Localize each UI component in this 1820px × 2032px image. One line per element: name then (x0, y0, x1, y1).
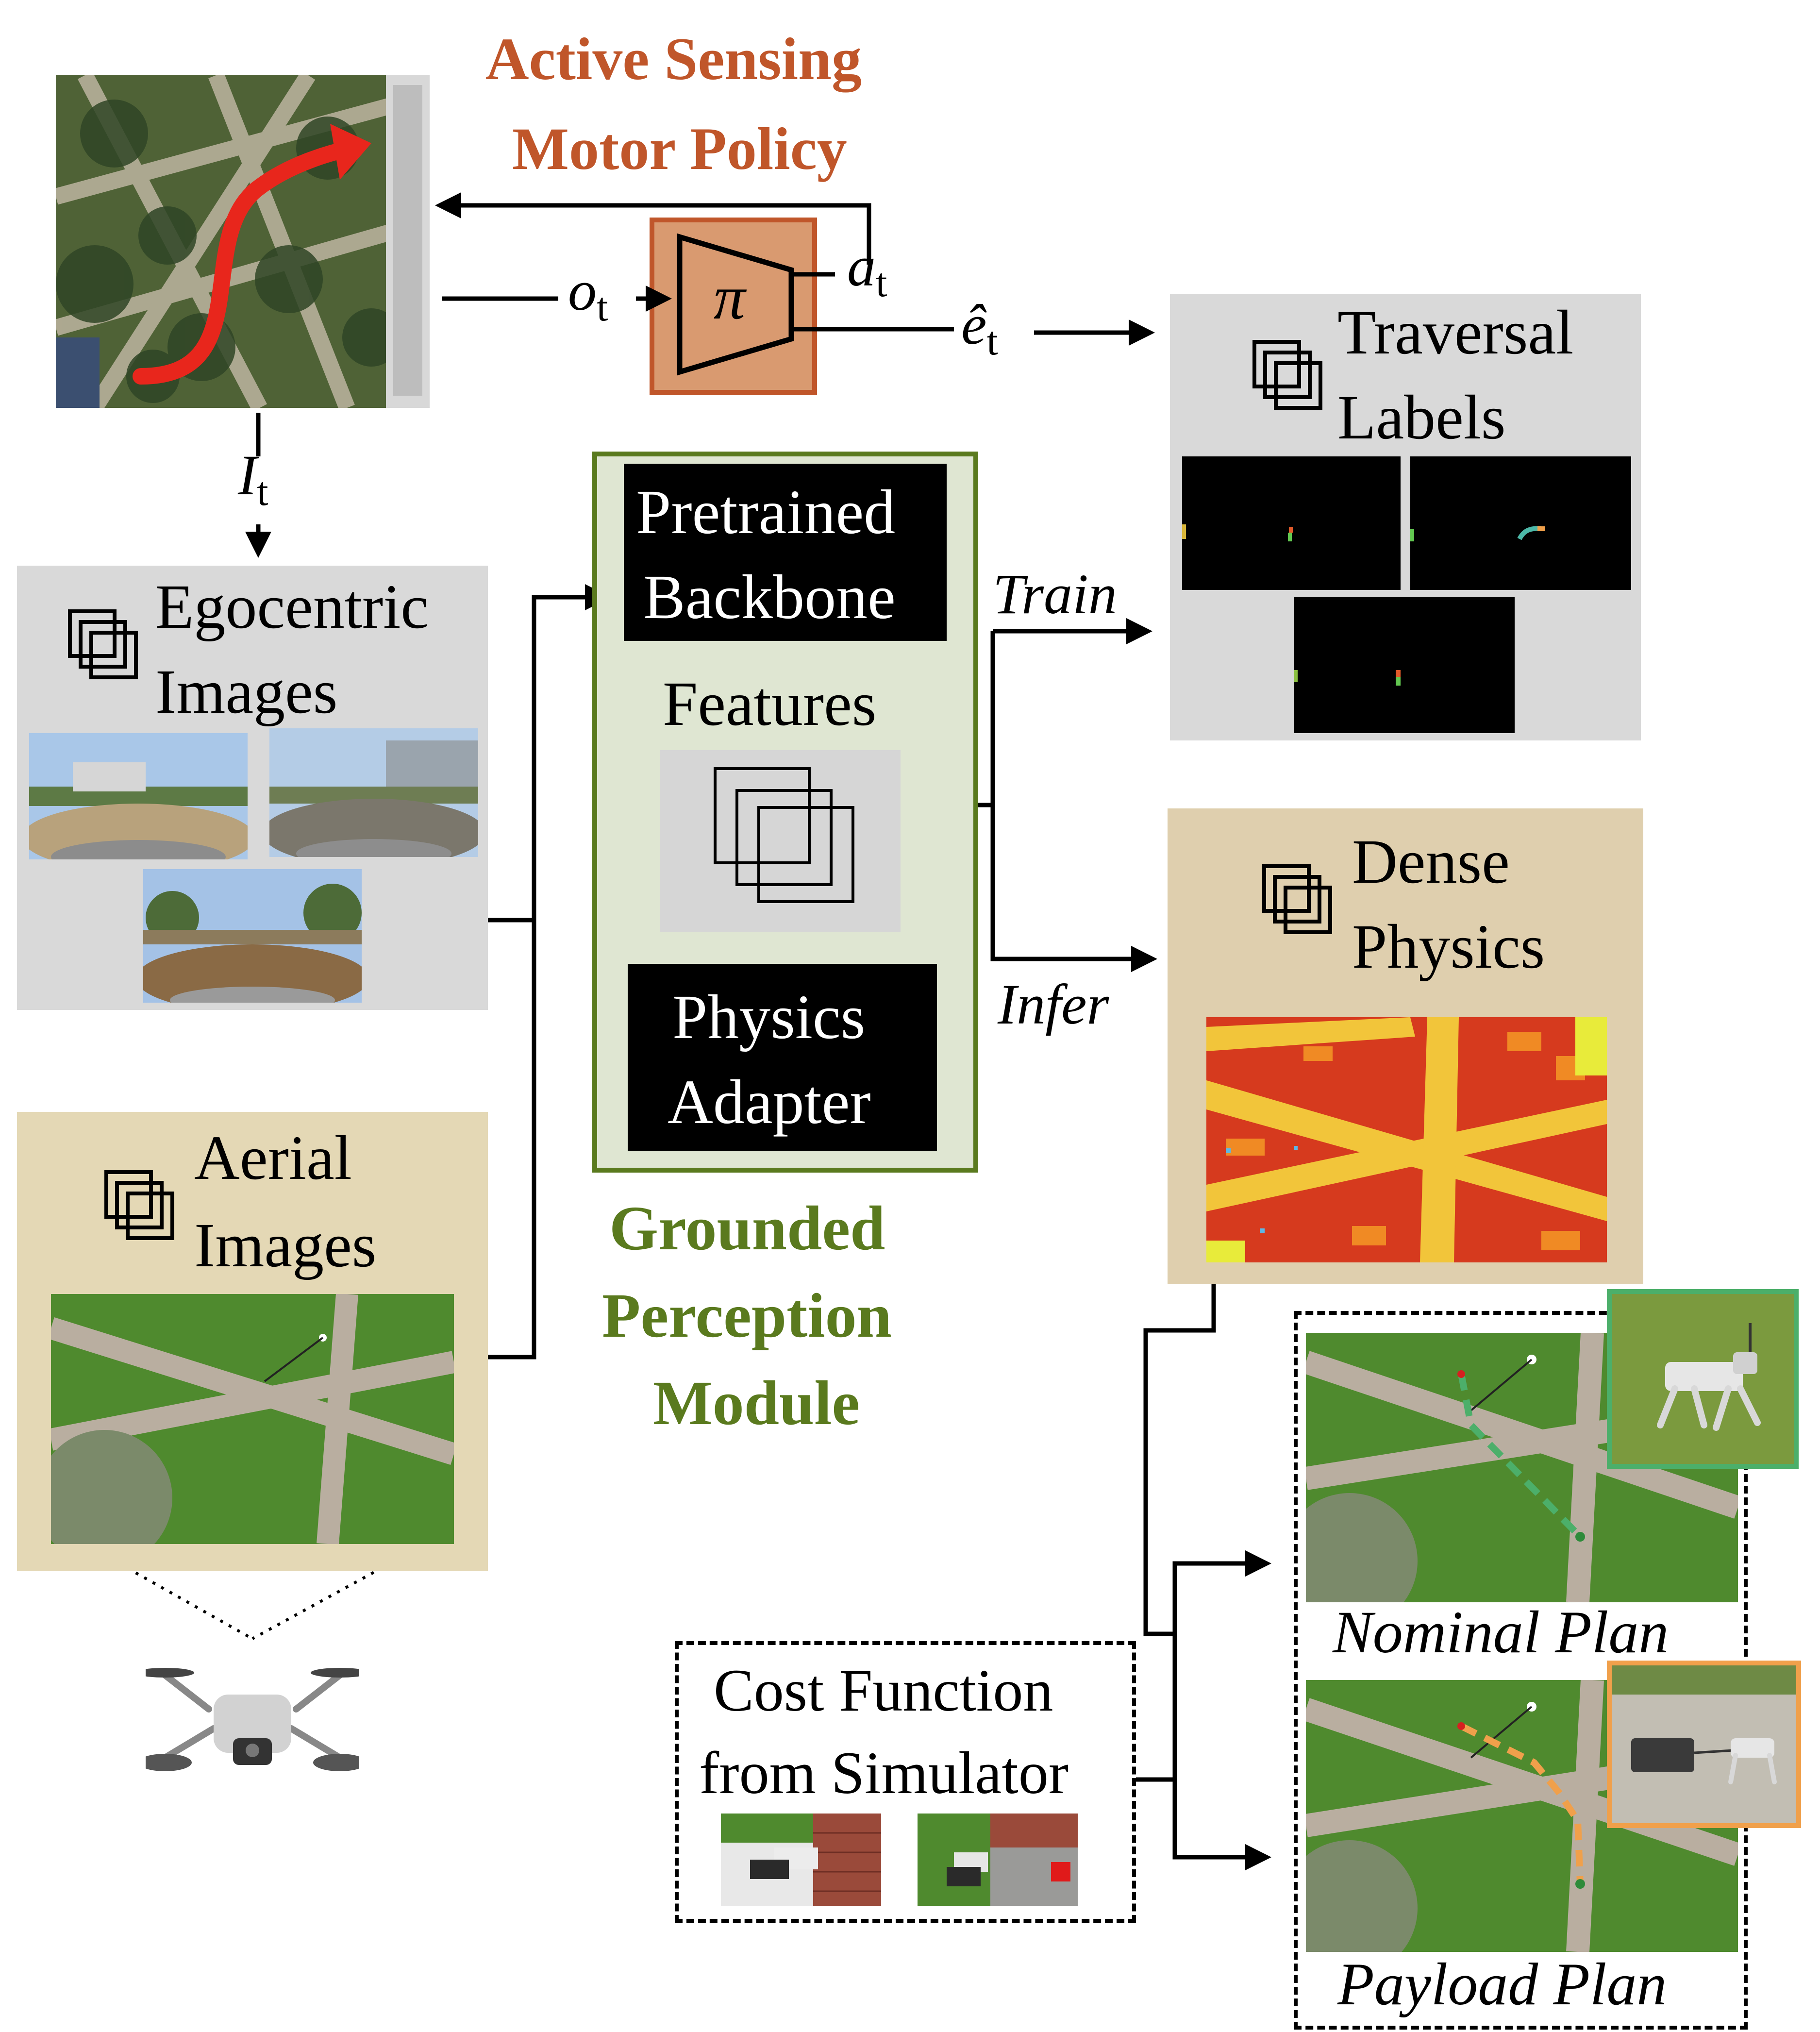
backbone-line2: Backbone (643, 562, 896, 632)
perception-title-line3: Module (653, 1368, 860, 1438)
adapter-block (628, 964, 937, 1151)
layers-icon (1262, 864, 1335, 937)
policy-title-line1: Active Sensing (485, 26, 862, 92)
policy-trapezoid (677, 233, 794, 376)
backbone-block (624, 464, 947, 641)
robot-dog-icon (1612, 1665, 1796, 1823)
perception-title-line1: Grounded (609, 1193, 885, 1263)
traversal-title-line1: Traversal (1337, 298, 1574, 368)
simulator-image-2 (918, 1814, 1078, 1906)
traversal-label-image-1 (1182, 456, 1401, 590)
egocentric-image-3 (143, 869, 362, 1003)
features-label: Features (663, 669, 877, 739)
traversal-title-line2: Labels (1337, 383, 1506, 453)
action-label: at (847, 235, 887, 305)
cost-line1: Cost Function (714, 1657, 1053, 1724)
infer-label: Infer (998, 973, 1109, 1036)
simulator-image-1 (721, 1814, 881, 1906)
policy-title-line2: Motor Policy (512, 116, 847, 182)
adapter-line1: Physics (672, 982, 866, 1052)
layers-icon (714, 767, 859, 913)
drone-icon (146, 1668, 359, 1771)
egocentric-title-line1: Egocentric (155, 572, 429, 642)
egocentric-title-line2: Images (155, 657, 338, 727)
aerial-title-line2: Images (194, 1210, 377, 1280)
robot-dog-icon (1612, 1294, 1794, 1464)
nominal-robot-inset (1607, 1289, 1799, 1469)
dense-title-line2: Physics (1352, 912, 1545, 982)
estimate-label: êt (961, 293, 998, 364)
layers-icon (1252, 340, 1325, 413)
layers-icon (104, 1170, 177, 1243)
adapter-line2: Adapter (668, 1067, 871, 1137)
traversal-label-image-2 (1410, 456, 1631, 590)
trajectory-aerial-photo (56, 75, 430, 408)
policy-symbol: π (714, 263, 746, 333)
egocentric-image-1 (29, 733, 248, 859)
egocentric-image-2 (269, 728, 478, 857)
aerial-title-line1: Aerial (194, 1123, 352, 1193)
layers-icon (68, 609, 141, 682)
cost-line2: from Simulator (699, 1740, 1069, 1806)
image-input-label: It (238, 443, 268, 514)
backbone-line1: Pretrained (636, 477, 896, 547)
obs-label: ot (568, 259, 608, 330)
payload-robot-inset (1607, 1661, 1801, 1828)
nominal-plan-label: Nominal Plan (1333, 1599, 1669, 1665)
dense-title-line1: Dense (1352, 827, 1510, 897)
aerial-image (51, 1294, 454, 1544)
payload-plan-label: Payload Plan (1337, 1951, 1667, 2017)
traversal-label-image-3 (1294, 597, 1515, 733)
trajectory-arrow-icon (133, 124, 371, 385)
perception-title-line2: Perception (602, 1281, 892, 1351)
train-label: Train (993, 562, 1117, 626)
dense-physics-map (1206, 1017, 1607, 1262)
